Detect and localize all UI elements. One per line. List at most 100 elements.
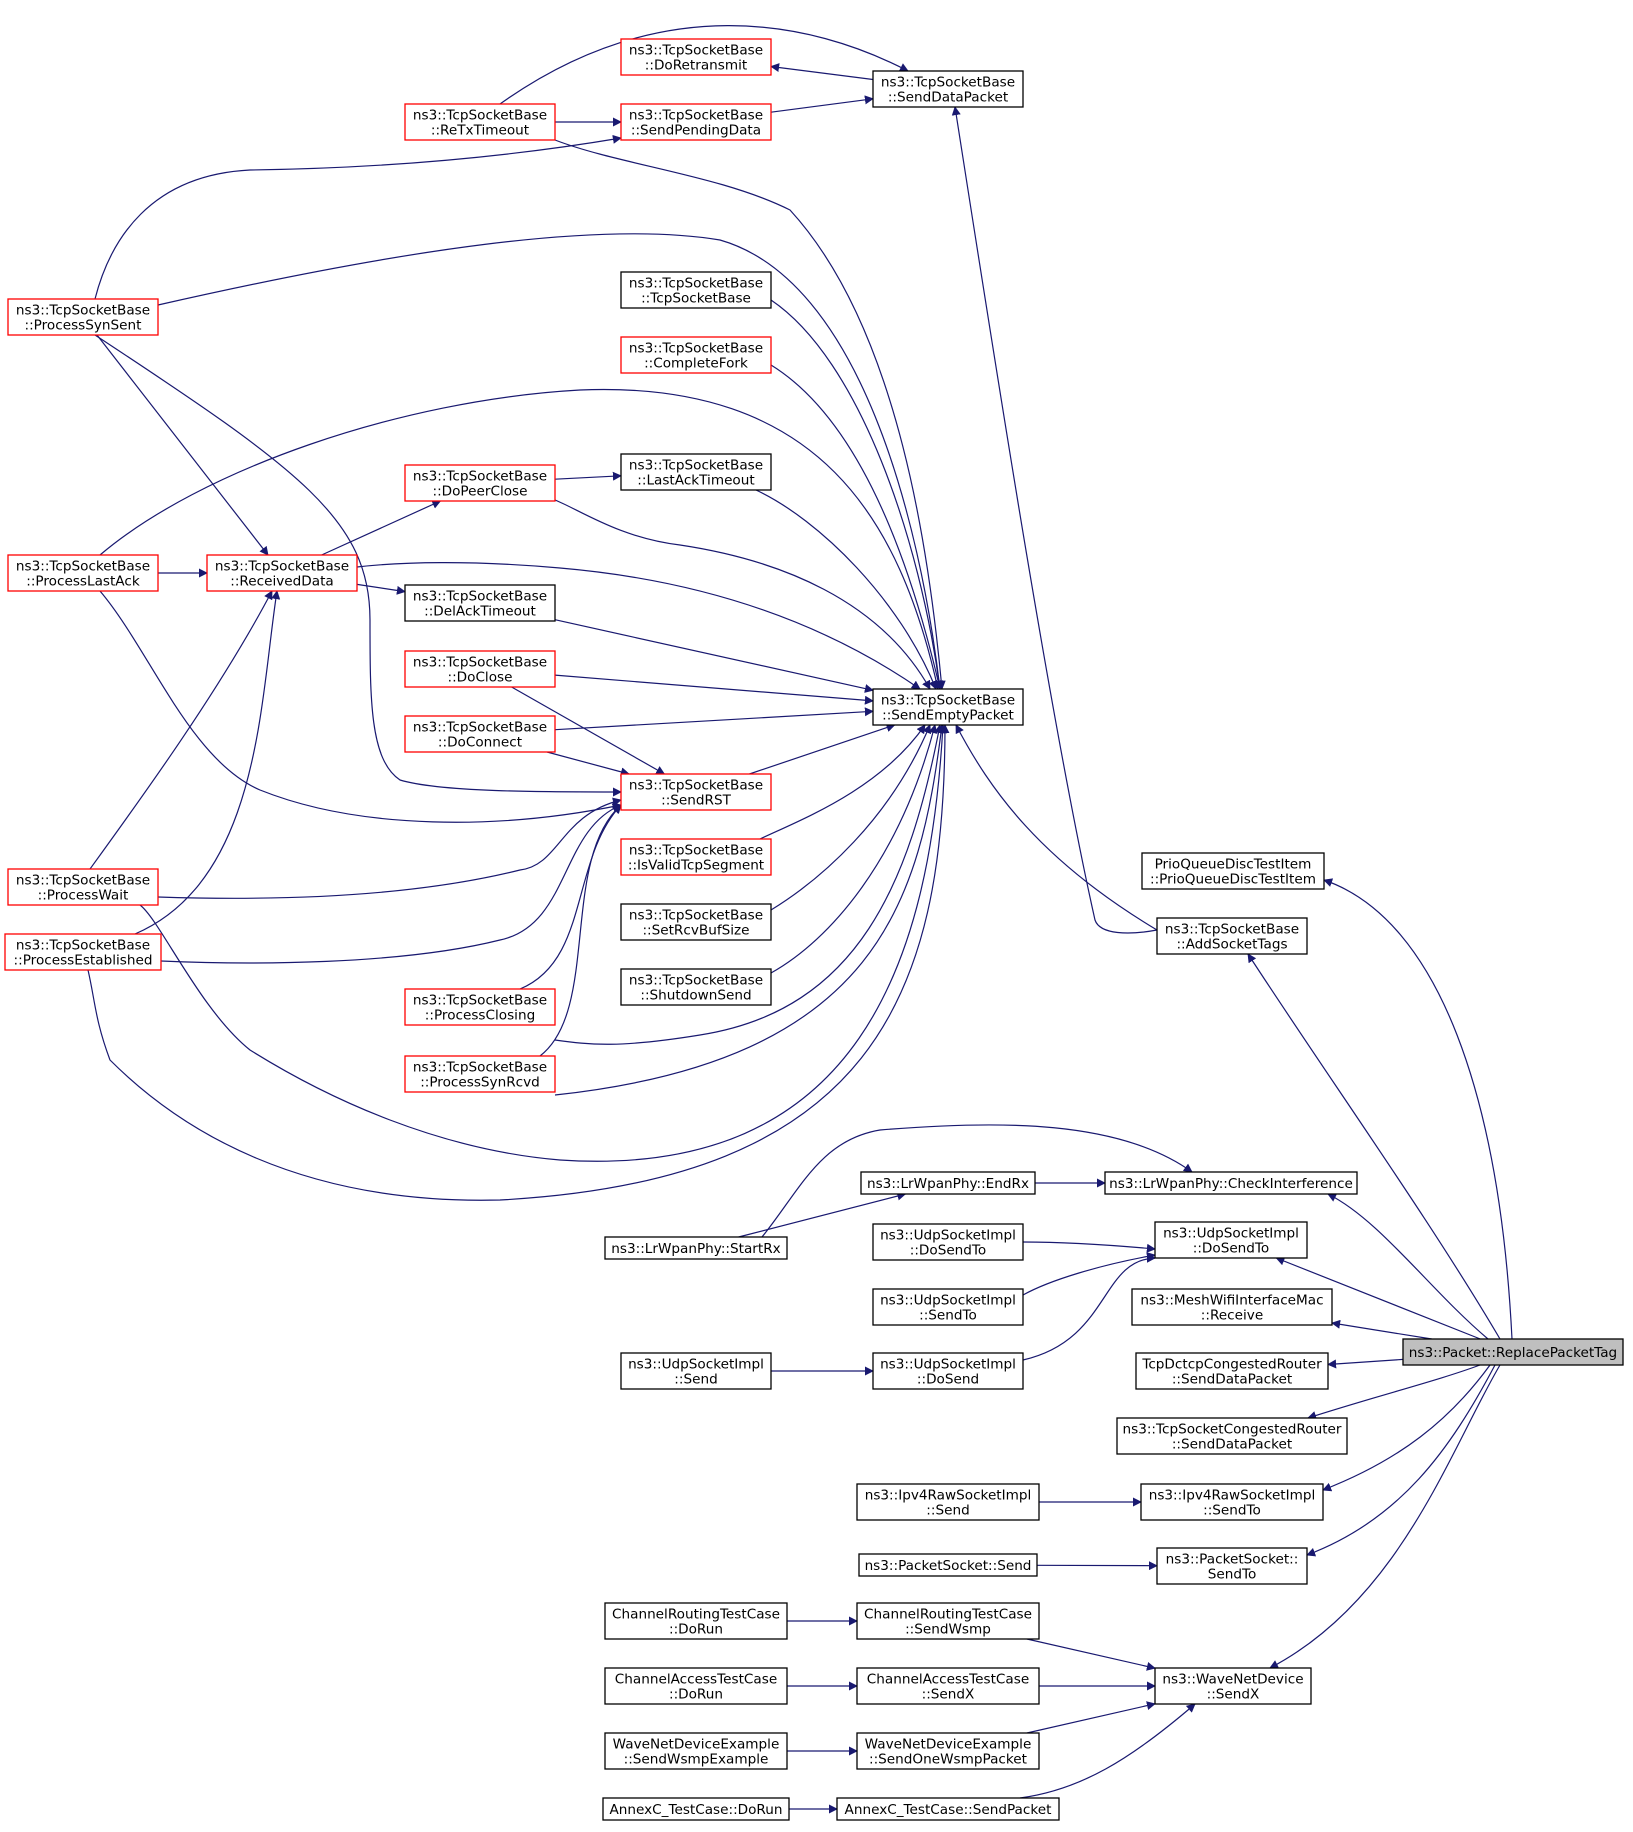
node-doConnect[interactable]: ns3::TcpSocketBase::DoConnect	[404, 715, 556, 753]
node-label: SendTo	[1208, 1567, 1257, 1583]
node-box	[620, 1352, 772, 1390]
node-label: ::DoPeerClose	[432, 484, 527, 500]
edge-sendEmptyPacket-to-processLastAck	[99, 388, 941, 690]
node-chanAccessDoRun[interactable]: ChannelAccessTestCase::DoRun	[604, 1667, 788, 1705]
node-annexDoRun[interactable]: AnnexC_TestCase::DoRun	[602, 1797, 790, 1821]
node-box	[1135, 1352, 1329, 1390]
edge-sendEmptyPacket-to-processSynRcvd	[554, 724, 946, 1096]
node-chanAccessSendX[interactable]: ChannelAccessTestCase::SendX	[856, 1667, 1040, 1705]
node-lrEndRx[interactable]: ns3::LrWpanPhy::EndRx	[860, 1171, 1036, 1195]
node-box	[604, 1236, 788, 1260]
node-processClosing[interactable]: ns3::TcpSocketBase::ProcessClosing	[404, 988, 556, 1026]
node-addSocketTags[interactable]: ns3::TcpSocketBase::AddSocketTags	[1156, 917, 1308, 955]
node-lastAckTimeout[interactable]: ns3::TcpSocketBase::LastAckTimeout	[620, 453, 772, 491]
node-label: ns3::TcpSocketBase	[413, 108, 547, 124]
node-dctcpRouter[interactable]: TcpDctcpCongestedRouter::SendDataPacket	[1135, 1352, 1329, 1390]
node-box	[7, 868, 159, 906]
edge-sendEmptyPacket-to-setRcvBufSize	[770, 724, 932, 911]
node-processSynRcvd[interactable]: ns3::TcpSocketBase::ProcessSynRcvd	[404, 1055, 556, 1093]
node-label: ::SendTo	[1203, 1503, 1261, 1519]
node-sendEmptyPacket[interactable]: ns3::TcpSocketBase::SendEmptyPacket	[872, 688, 1024, 726]
node-waveSendWsmpExample[interactable]: WaveNetDeviceExample::SendWsmpExample	[604, 1732, 788, 1770]
node-meshReceive[interactable]: ns3::MeshWifiInterfaceMac::Receive	[1131, 1288, 1333, 1326]
node-label: ::ReTxTimeout	[431, 123, 529, 139]
node-label: ns3::UdpSocketImpl	[880, 1228, 1016, 1244]
node-setRcvBufSize[interactable]: ns3::TcpSocketBase::SetRcvBufSize	[620, 903, 772, 941]
edge-doRetransmit-to-sendDataPacket	[770, 63, 874, 81]
node-label: ::SendX	[1207, 1687, 1260, 1703]
node-label: ns3::UdpSocketImpl	[1163, 1226, 1299, 1242]
node-box	[872, 688, 1024, 726]
node-tcpSocketBaseCtor[interactable]: ns3::TcpSocketBase::TcpSocketBase	[620, 271, 772, 309]
node-isValidTcpSegment[interactable]: ns3::TcpSocketBase::IsValidTcpSegment	[620, 838, 772, 876]
node-sendDataPacket[interactable]: ns3::TcpSocketBase::SendDataPacket	[872, 70, 1024, 108]
node-packetSocketSendTo[interactable]: ns3::PacketSocket::SendTo	[1156, 1547, 1308, 1585]
node-box	[620, 271, 772, 309]
node-lrStartRx[interactable]: ns3::LrWpanPhy::StartRx	[604, 1236, 788, 1260]
node-waveSendX[interactable]: ns3::WaveNetDevice::SendX	[1154, 1667, 1312, 1705]
node-chanRoutingSendWsmp[interactable]: ChannelRoutingTestCase::SendWsmp	[856, 1602, 1040, 1640]
node-packetSocketSend[interactable]: ns3::PacketSocket::Send	[858, 1553, 1038, 1577]
node-box	[620, 453, 772, 491]
edge-sendEmptyPacket-to-reTxTimeout	[554, 139, 946, 690]
node-doClose[interactable]: ns3::TcpSocketBase::DoClose	[404, 650, 556, 688]
node-sendPendingData[interactable]: ns3::TcpSocketBase::SendPendingData	[620, 103, 772, 141]
node-shutdownSend[interactable]: ns3::TcpSocketBase::ShutdownSend	[620, 968, 772, 1006]
node-label: ns3::MeshWifiInterfaceMac	[1140, 1293, 1323, 1309]
node-label: WaveNetDeviceExample	[613, 1737, 780, 1753]
edge-sendEmptyPacket-to-processSynSent	[157, 233, 944, 690]
node-completeFork[interactable]: ns3::TcpSocketBase::CompleteFork	[620, 336, 772, 374]
node-udpDoSendTo1[interactable]: ns3::UdpSocketImpl::DoSendTo	[872, 1223, 1024, 1261]
node-label: ns3::TcpSocketBase	[629, 341, 763, 357]
node-doRetransmit[interactable]: ns3::TcpSocketBase::DoRetransmit	[620, 38, 772, 76]
node-label: ::DoSend	[917, 1372, 979, 1388]
node-box	[872, 1223, 1024, 1261]
edge-sendEmptyPacket-to-doClose	[554, 674, 874, 705]
node-reTxTimeout[interactable]: ns3::TcpSocketBase::ReTxTimeout	[404, 103, 556, 141]
node-label: PrioQueueDiscTestItem	[1155, 857, 1312, 873]
node-label: ::TcpSocketBase	[641, 291, 751, 307]
node-annexSendPacket[interactable]: AnnexC_TestCase::SendPacket	[836, 1797, 1060, 1821]
node-udpSendTo[interactable]: ns3::UdpSocketImpl::SendTo	[872, 1288, 1024, 1326]
node-processWait[interactable]: ns3::TcpSocketBase::ProcessWait	[7, 868, 159, 906]
node-ipv4Send[interactable]: ns3::Ipv4RawSocketImpl::Send	[856, 1483, 1040, 1521]
node-sendRST[interactable]: ns3::TcpSocketBase::SendRST	[620, 773, 772, 811]
node-congestedRouter[interactable]: ns3::TcpSocketCongestedRouter::SendDataP…	[1116, 1417, 1348, 1455]
node-processSynSent[interactable]: ns3::TcpSocketBase::ProcessSynSent	[7, 298, 159, 336]
node-prioQueueDiscTestItem[interactable]: PrioQueueDiscTestItem::PrioQueueDiscTest…	[1141, 852, 1325, 890]
node-label: ns3::TcpSocketBase	[413, 469, 547, 485]
node-delAckTimeout[interactable]: ns3::TcpSocketBase::DelAckTimeout	[404, 584, 556, 622]
node-label: ::SendDataPacket	[888, 90, 1008, 106]
node-box	[620, 38, 772, 76]
node-label: ::ProcessLastAck	[26, 574, 140, 590]
node-label: ns3::Ipv4RawSocketImpl	[1149, 1488, 1316, 1504]
node-udpSend[interactable]: ns3::UdpSocketImpl::Send	[620, 1352, 772, 1390]
node-processLastAck[interactable]: ns3::TcpSocketBase::ProcessLastAck	[7, 554, 159, 592]
node-label: ::SendPendingData	[631, 123, 761, 139]
node-label: ::ProcessEstablished	[14, 953, 153, 969]
node-box	[872, 1352, 1024, 1390]
node-label: ::DoRun	[669, 1622, 723, 1638]
node-label: ::SendTo	[919, 1308, 977, 1324]
node-label: ::IsValidTcpSegment	[628, 858, 764, 874]
node-label: ::ProcessSynSent	[25, 318, 142, 334]
node-waveSendOneWsmp[interactable]: WaveNetDeviceExample::SendOneWsmpPacket	[856, 1732, 1040, 1770]
node-udpDoSend[interactable]: ns3::UdpSocketImpl::DoSend	[872, 1352, 1024, 1390]
node-box	[604, 1732, 788, 1770]
node-processEstablished[interactable]: ns3::TcpSocketBase::ProcessEstablished	[4, 933, 162, 971]
node-label: ns3::UdpSocketImpl	[628, 1357, 764, 1373]
node-doPeerClose[interactable]: ns3::TcpSocketBase::DoPeerClose	[404, 464, 556, 502]
node-box	[7, 298, 159, 336]
node-receivedData[interactable]: ns3::TcpSocketBase::ReceivedData	[206, 554, 358, 592]
node-label: ns3::TcpSocketBase	[629, 43, 763, 59]
edge-sendDataPacket-to-addSocketTags	[951, 106, 1158, 934]
node-label: ns3::TcpSocketBase	[16, 559, 150, 575]
node-lrCheckInterference[interactable]: ns3::LrWpanPhy::CheckInterference	[1104, 1171, 1358, 1195]
edge-lrEndRx-to-lrStartRx	[738, 1191, 907, 1238]
node-box	[206, 554, 358, 592]
node-chanRoutingDoRun[interactable]: ChannelRoutingTestCase::DoRun	[604, 1602, 788, 1640]
node-ipv4SendTo[interactable]: ns3::Ipv4RawSocketImpl::SendTo	[1140, 1483, 1324, 1521]
node-box	[404, 715, 556, 753]
edge-sendEmptyPacket-to-completeFork	[770, 364, 943, 690]
node-udpDoSendTo2[interactable]: ns3::UdpSocketImpl::DoSendTo	[1154, 1221, 1308, 1259]
